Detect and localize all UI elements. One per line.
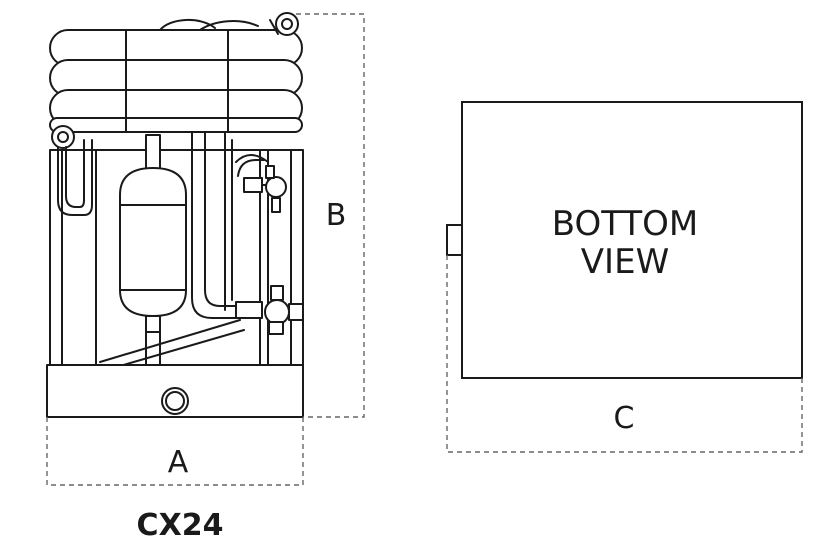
bottom-view-label-line2: VIEW: [581, 242, 669, 282]
upper-service-valve: [243, 165, 287, 213]
receiver-tank: [119, 134, 187, 366]
dimension-a-label: A: [168, 445, 189, 480]
unit-base: [46, 364, 304, 418]
bottom-view-label-line1: BOTTOM: [552, 204, 699, 244]
bottom-view: [446, 101, 803, 379]
model-name: CX24: [137, 508, 224, 543]
lower-service-valve: [235, 285, 304, 335]
left-tubing: [57, 139, 93, 216]
dimension-c-label: C: [614, 401, 635, 436]
unit-side-view: [46, 12, 304, 418]
dimension-b-label: B: [326, 198, 347, 233]
condenser-coil: [49, 12, 303, 149]
dimension-c: [446, 255, 803, 453]
